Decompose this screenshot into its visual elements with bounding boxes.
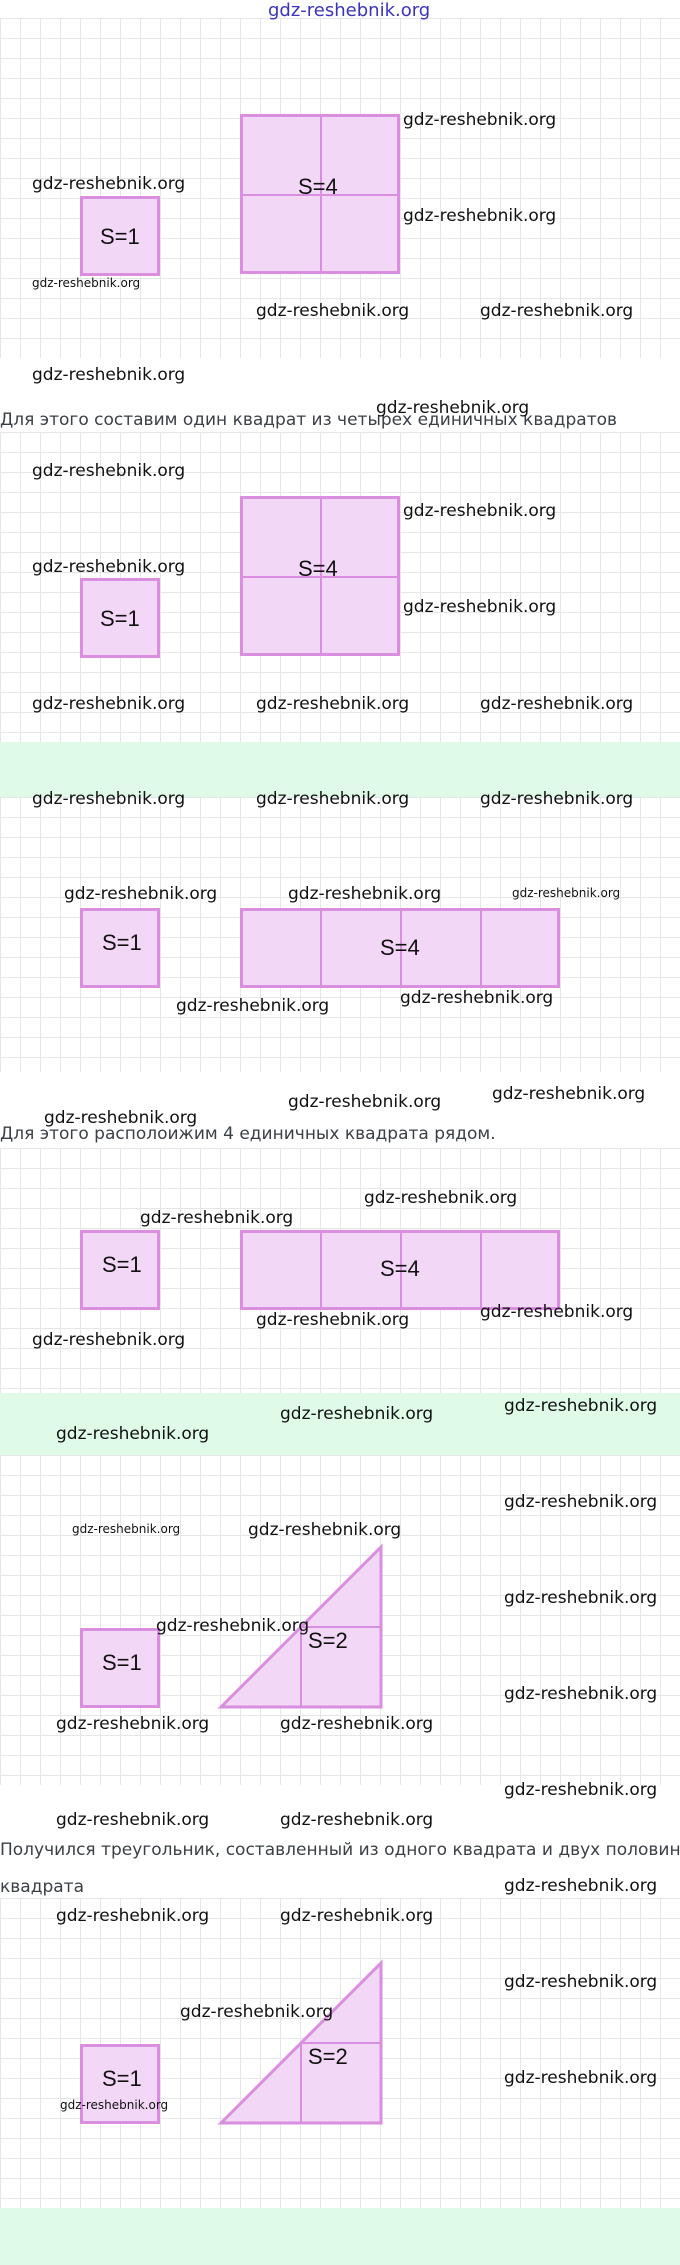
- watermark: gdz-reshebnik.org: [403, 501, 557, 521]
- watermark: gdz-reshebnik.org: [280, 1810, 434, 1830]
- watermark: gdz-reshebnik.org: [56, 1810, 210, 1830]
- strip-2-divider: [480, 1230, 482, 1310]
- unit-square-3: [80, 908, 160, 988]
- strip-rectangle-2: [240, 1230, 560, 1310]
- strip-2-divider: [400, 1230, 402, 1310]
- big-square-1-cell: [240, 194, 400, 196]
- watermark: gdz-reshebnik.org: [248, 1520, 402, 1540]
- watermark: gdz-reshebnik.org: [56, 1714, 210, 1734]
- watermark: gdz-reshebnik.org: [504, 1780, 658, 1800]
- unit-square-4-label: S=1: [102, 1252, 142, 1277]
- watermark: gdz-reshebnik.org: [60, 2098, 169, 2112]
- watermark: gdz-reshebnik.org: [492, 1084, 646, 1104]
- watermark: gdz-reshebnik.org: [72, 1522, 181, 1536]
- watermark: gdz-reshebnik.org: [504, 1588, 658, 1608]
- strip-2-divider: [320, 1230, 322, 1310]
- caption-3-continued: квадрата: [0, 1877, 84, 1897]
- triangle-2-label: S=2: [308, 2044, 348, 2069]
- watermark: gdz-reshebnik.org: [32, 557, 186, 577]
- strip-1-divider: [320, 908, 322, 988]
- watermark: gdz-reshebnik.org: [400, 988, 554, 1008]
- watermark: gdz-reshebnik.org: [280, 1906, 434, 1926]
- big-square-1-label: S=4: [298, 174, 338, 199]
- watermark: gdz-reshebnik.org: [480, 1302, 634, 1322]
- watermark: gdz-reshebnik.org: [504, 2068, 658, 2088]
- watermark: gdz-reshebnik.org: [32, 276, 141, 290]
- unit-square-6: [80, 2044, 160, 2124]
- watermark: gdz-reshebnik.org: [364, 1188, 518, 1208]
- triangle-2: [217, 1959, 383, 2125]
- watermark: gdz-reshebnik.org: [480, 694, 634, 714]
- watermark: gdz-reshebnik.org: [376, 398, 530, 418]
- watermark: gdz-reshebnik.org: [32, 789, 186, 809]
- watermark: gdz-reshebnik.org: [504, 1972, 658, 1992]
- watermark: gdz-reshebnik.org: [504, 1492, 658, 1512]
- watermark: gdz-reshebnik.org: [288, 884, 442, 904]
- strip-1-divider: [400, 908, 402, 988]
- watermark: gdz-reshebnik.org: [403, 110, 557, 130]
- unit-square-1: [80, 196, 160, 276]
- watermark: gdz-reshebnik.org: [288, 1092, 442, 1112]
- watermark: gdz-reshebnik.org: [32, 694, 186, 714]
- watermark: gdz-reshebnik.org: [504, 1876, 658, 1896]
- big-square-2: [240, 496, 400, 656]
- watermark: gdz-reshebnik.org: [176, 996, 330, 1016]
- big-square-1: [240, 114, 400, 274]
- watermark: gdz-reshebnik.org: [512, 886, 621, 900]
- highlight-band-1: [0, 742, 680, 797]
- watermark: gdz-reshebnik.org: [44, 1108, 198, 1128]
- site-link[interactable]: gdz-reshebnik.org: [268, 0, 431, 21]
- caption-2: Для этого располоижим 4 единичных квадра…: [0, 1124, 496, 1144]
- watermark: gdz-reshebnik.org: [480, 301, 634, 321]
- watermark: gdz-reshebnik.org: [280, 1404, 434, 1424]
- highlight-band-2: [0, 1393, 680, 1455]
- watermark: gdz-reshebnik.org: [140, 1208, 294, 1228]
- highlight-band-3: [0, 2208, 680, 2265]
- watermark: gdz-reshebnik.org: [32, 461, 186, 481]
- unit-square-2-label: S=1: [100, 606, 140, 631]
- watermark: gdz-reshebnik.org: [480, 789, 634, 809]
- caption-3: Получился треугольник, составленный из о…: [0, 1840, 680, 1860]
- strip-rectangle-1: [240, 908, 560, 988]
- watermark: gdz-reshebnik.org: [403, 206, 557, 226]
- watermark: gdz-reshebnik.org: [403, 597, 557, 617]
- big-square-2-cell: [240, 576, 400, 578]
- watermark: gdz-reshebnik.org: [256, 694, 410, 714]
- triangle-1-label: S=2: [308, 1628, 348, 1653]
- unit-square-3-label: S=1: [102, 930, 142, 955]
- watermark: gdz-reshebnik.org: [504, 1684, 658, 1704]
- watermark: gdz-reshebnik.org: [32, 174, 186, 194]
- strip-rectangle-1-label: S=4: [380, 935, 420, 960]
- watermark: gdz-reshebnik.org: [56, 1906, 210, 1926]
- watermark: gdz-reshebnik.org: [256, 301, 410, 321]
- triangle-1: [217, 1543, 383, 1709]
- watermark: gdz-reshebnik.org: [56, 1424, 210, 1444]
- unit-square-1-label: S=1: [100, 224, 140, 249]
- grid-area-5: [0, 1455, 680, 1785]
- watermark: gdz-reshebnik.org: [32, 1330, 186, 1350]
- unit-square-2: [80, 578, 160, 658]
- unit-square-5: [80, 1628, 160, 1708]
- strip-1-divider: [480, 908, 482, 988]
- watermark: gdz-reshebnik.org: [256, 1310, 410, 1330]
- strip-rectangle-2-label: S=4: [380, 1256, 420, 1281]
- unit-square-5-label: S=1: [102, 1650, 142, 1675]
- watermark: gdz-reshebnik.org: [156, 1616, 310, 1636]
- watermark: gdz-reshebnik.org: [504, 1396, 658, 1416]
- watermark: gdz-reshebnik.org: [180, 2002, 334, 2022]
- watermark: gdz-reshebnik.org: [280, 1714, 434, 1734]
- big-square-2-label: S=4: [298, 556, 338, 581]
- unit-square-6-label: S=1: [102, 2066, 142, 2091]
- watermark: gdz-reshebnik.org: [64, 884, 218, 904]
- caption-1: Для этого составим один квадрат из четыр…: [0, 410, 618, 430]
- unit-square-4: [80, 1230, 160, 1310]
- watermark: gdz-reshebnik.org: [256, 789, 410, 809]
- watermark: gdz-reshebnik.org: [32, 365, 186, 385]
